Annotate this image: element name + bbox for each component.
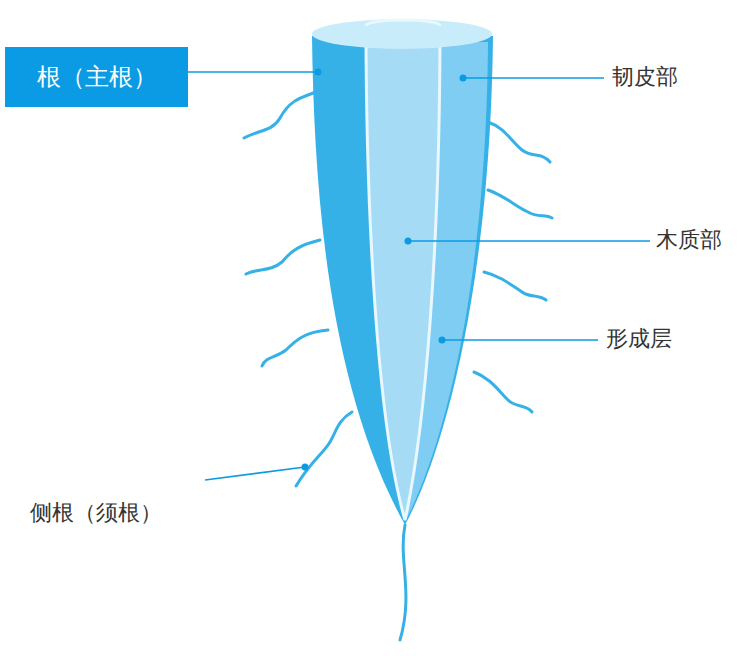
leader-dots bbox=[302, 69, 467, 471]
cambium-line bbox=[366, 24, 440, 520]
part-label: 侧根（须根） bbox=[30, 500, 162, 526]
label-text: 根（主根） bbox=[37, 61, 157, 93]
root-top bbox=[312, 19, 492, 49]
label-box: 根（主根） bbox=[5, 47, 188, 107]
part-label: 韧皮部 bbox=[612, 64, 678, 90]
part-label: 木质部 bbox=[656, 227, 722, 253]
cambium-top bbox=[366, 20, 440, 26]
leader-lines bbox=[188, 72, 650, 480]
part-label: 形成层 bbox=[606, 326, 672, 352]
xylem bbox=[366, 24, 440, 520]
